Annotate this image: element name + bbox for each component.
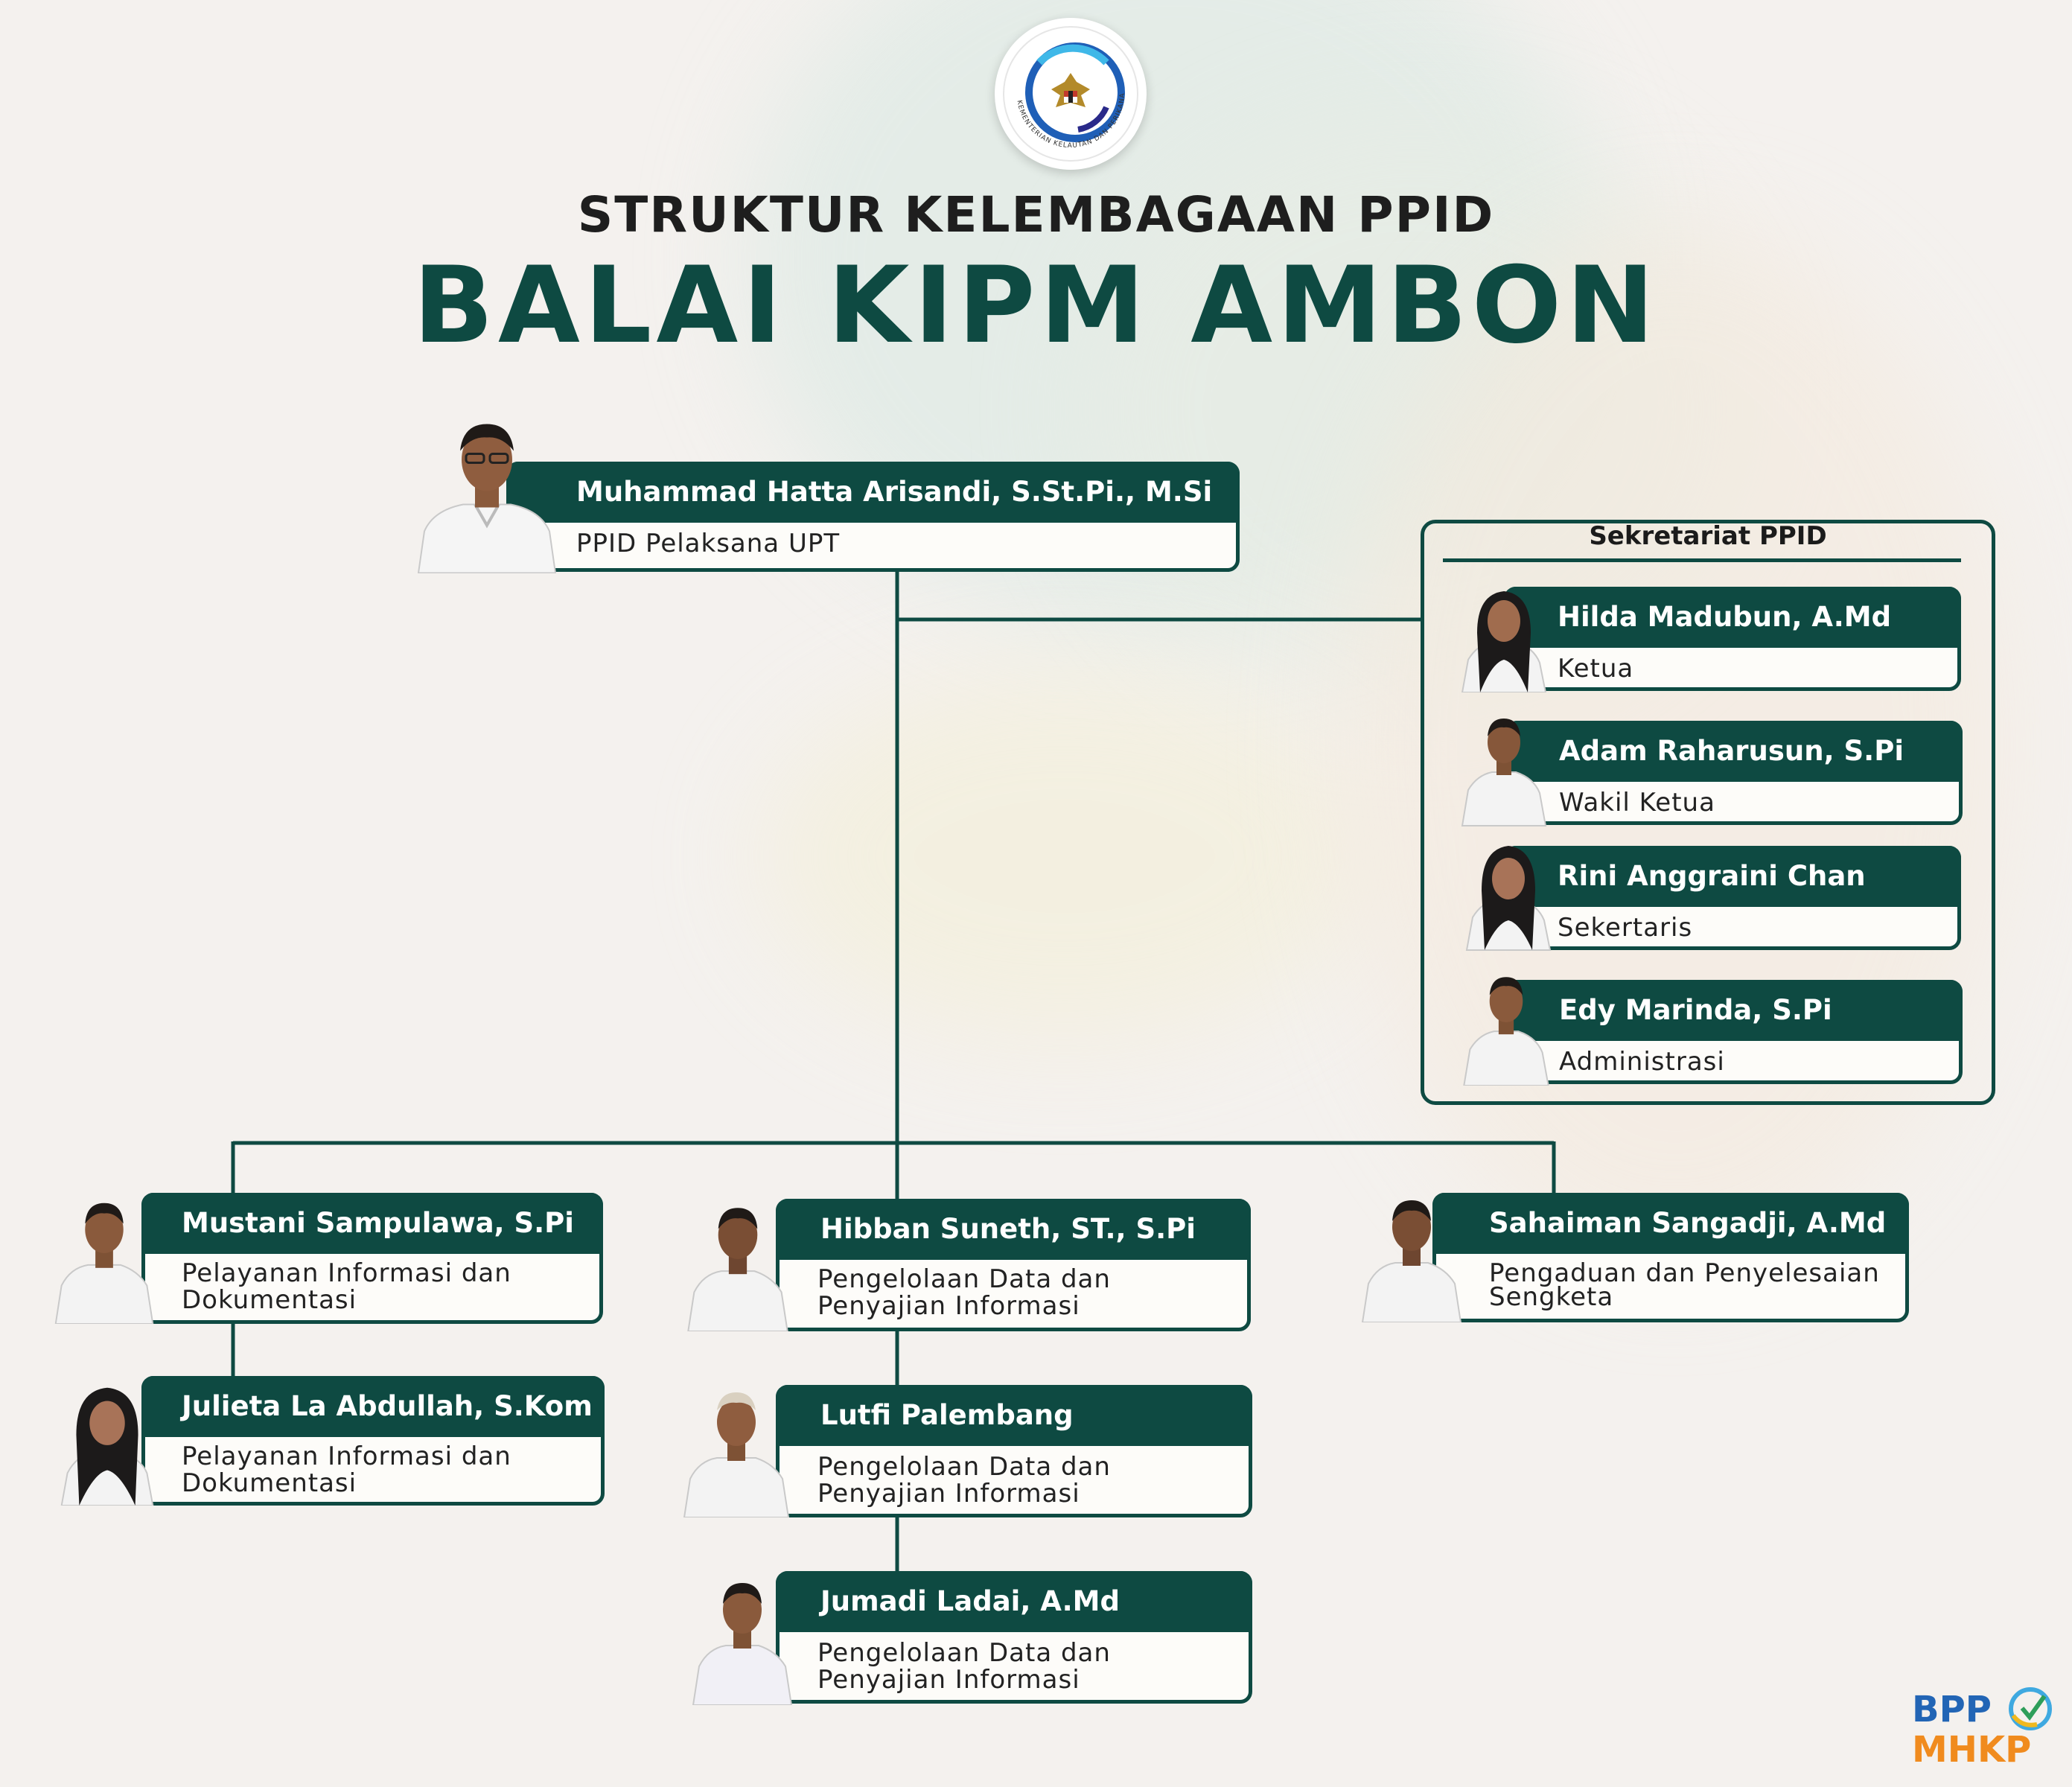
member-role-line2: Dokumentasi xyxy=(182,1468,357,1498)
member-role-line1: Pelayanan Informasi dan xyxy=(182,1258,511,1288)
member-name: Rini Anggraini Chan xyxy=(1504,846,1961,907)
member-photo xyxy=(680,1383,792,1517)
member-role: Ketua xyxy=(1558,654,1634,684)
member-role-line2: Dokumentasi xyxy=(182,1285,357,1315)
sekretariat-box xyxy=(1421,520,1995,1105)
member-role-line1: Pengelolaan Data dan xyxy=(817,1452,1111,1482)
bpp-mhkp-logo: BPP MHKP xyxy=(1912,1687,2053,1778)
brand-line2: MHKP xyxy=(1912,1729,2032,1771)
head-photo xyxy=(412,406,561,573)
team-card: Jumadi Ladai, A.Md Pengelolaan Data dan … xyxy=(776,1571,1252,1704)
member-role-line2: Penyajian Informasi xyxy=(817,1291,1080,1321)
team-card: Lutfi Palembang Pengelolaan Data dan Pen… xyxy=(776,1385,1252,1517)
member-photo xyxy=(1464,829,1553,952)
member-photo xyxy=(1359,1188,1464,1322)
team-card: Julieta La Abdullah, S.Kom Pelayanan Inf… xyxy=(141,1376,605,1506)
title-line2: BALAI KIPM AMBON xyxy=(412,244,1660,367)
brand-swirl-icon xyxy=(2009,1687,2052,1730)
member-photo xyxy=(58,1370,156,1506)
background-decoration xyxy=(759,670,1370,1042)
member-photo xyxy=(52,1188,156,1324)
member-photo xyxy=(685,1193,791,1331)
member-role: Administrasi xyxy=(1559,1047,1725,1077)
member-name: Mustani Sampulawa, S.Pi xyxy=(141,1193,603,1254)
member-photo xyxy=(1459,706,1549,826)
head-role: PPID Pelaksana UPT xyxy=(576,529,841,558)
ministry-logo: KEMENTERIAN KELAUTAN DAN PERIKANAN xyxy=(992,13,1147,170)
sekretariat-card: Rini Anggraini Chan Sekertaris xyxy=(1504,846,1961,950)
member-name: Hilda Madubun, A.Md xyxy=(1504,587,1961,648)
member-role-line1: Pengaduan dan Penyelesaian xyxy=(1489,1258,1880,1288)
sekretariat-card: Adam Raharusun, S.Pi Wakil Ketua xyxy=(1505,721,1963,825)
head-card: Muhammad Hatta Arisandi, S.St.Pi., M.Si … xyxy=(506,462,1240,572)
member-photo xyxy=(1459,573,1549,692)
member-photo xyxy=(689,1568,795,1705)
member-role: Sekertaris xyxy=(1558,913,1693,943)
sekretariat-divider xyxy=(1443,558,1961,562)
sekretariat-card: Edy Marinda, S.Pi Administrasi xyxy=(1505,980,1963,1084)
member-role-line1: Pengelolaan Data dan xyxy=(817,1638,1111,1668)
member-name: Sahaiman Sangadji, A.Md xyxy=(1432,1193,1909,1254)
member-role: Wakil Ketua xyxy=(1559,788,1715,818)
member-name: Edy Marinda, S.Pi xyxy=(1505,980,1963,1041)
member-name: Adam Raharusun, S.Pi xyxy=(1505,721,1963,782)
member-name: Hibban Suneth, ST., S.Pi xyxy=(776,1199,1251,1260)
sekretariat-card: Hilda Madubun, A.Md Ketua xyxy=(1504,587,1961,691)
brand-line1: BPP xyxy=(1912,1689,1992,1730)
team-card: Mustani Sampulawa, S.Pi Pelayanan Inform… xyxy=(141,1193,603,1324)
member-photo xyxy=(1461,965,1552,1086)
member-role-line2: Penyajian Informasi xyxy=(817,1665,1080,1695)
member-name: Lutfi Palembang xyxy=(776,1385,1252,1446)
team-card: Hibban Suneth, ST., S.Pi Pengelolaan Dat… xyxy=(776,1199,1251,1331)
member-name: Julieta La Abdullah, S.Kom xyxy=(141,1376,605,1437)
member-role-line1: Pelayanan Informasi dan xyxy=(182,1442,511,1471)
team-card: Sahaiman Sangadji, A.Md Pengaduan dan Pe… xyxy=(1432,1193,1909,1322)
sekretariat-title: Sekretariat PPID xyxy=(1589,521,1827,551)
member-role-line2: Sengketa xyxy=(1489,1282,1614,1312)
title-line1: STRUKTUR KELEMBAGAAN PPID xyxy=(577,186,1495,243)
member-role-line2: Penyajian Informasi xyxy=(817,1479,1080,1509)
member-role-line1: Pengelolaan Data dan xyxy=(817,1264,1111,1294)
head-name: Muhammad Hatta Arisandi, S.St.Pi., M.Si xyxy=(506,462,1240,523)
member-name: Jumadi Ladai, A.Md xyxy=(776,1571,1252,1632)
